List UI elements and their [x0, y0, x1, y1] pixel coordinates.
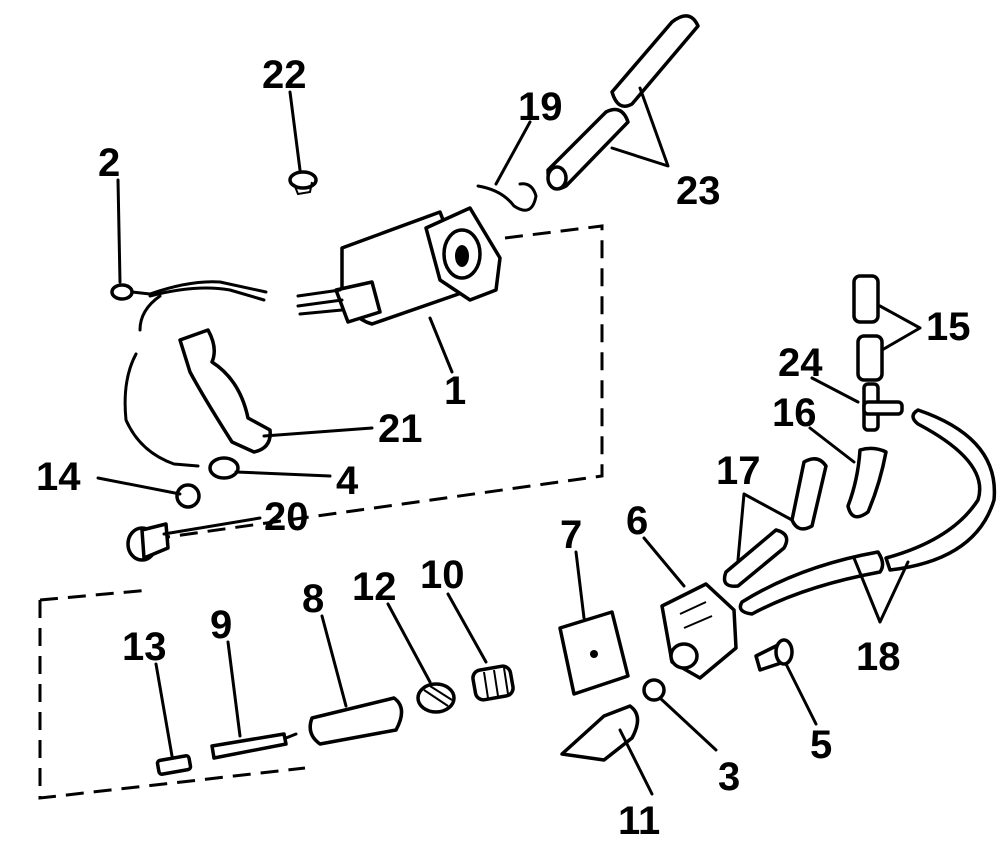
motor-1	[296, 206, 502, 326]
pin-9	[210, 732, 298, 760]
callout-22: 22	[262, 53, 307, 97]
valve-11	[560, 704, 640, 762]
lower-group-boundary-top	[39, 588, 151, 602]
washer-14	[175, 483, 201, 509]
tee-fitting-24	[862, 382, 904, 432]
screw-22	[288, 170, 318, 196]
callout-5: 5	[810, 723, 832, 767]
callout-23: 23	[676, 169, 721, 213]
callout-19: 19	[518, 85, 563, 129]
upper-group-boundary	[159, 224, 604, 540]
hoses-18	[738, 408, 997, 616]
callout-7: 7	[560, 513, 582, 557]
callout-3: 3	[718, 755, 740, 799]
wire-2	[110, 280, 268, 332]
callout-4: 4	[336, 459, 359, 503]
callout-15: 15	[926, 305, 971, 349]
callout-21: 21	[378, 407, 423, 451]
o-ring-3	[642, 678, 666, 702]
callout-8: 8	[302, 577, 324, 621]
hoses-17	[722, 457, 828, 588]
callout-20: 20	[264, 495, 309, 539]
clip-19	[476, 182, 538, 212]
callout-11: 11	[618, 799, 660, 843]
hose-16	[846, 446, 888, 519]
spring-12	[416, 682, 456, 714]
callout-17: 17	[716, 449, 761, 493]
callout-16: 16	[772, 391, 817, 435]
callout-12: 12	[352, 565, 397, 609]
callout-13: 13	[122, 625, 167, 669]
plunger-8	[308, 696, 404, 746]
callout-9: 9	[210, 603, 232, 647]
callout-14: 14	[36, 455, 81, 499]
lower-group-boundary	[38, 600, 306, 800]
hose-23	[546, 14, 700, 191]
screw-20	[126, 522, 170, 562]
callout-18: 18	[856, 635, 901, 679]
screw-5	[754, 638, 794, 672]
bracket-21	[178, 328, 272, 454]
leader-lines	[96, 86, 922, 796]
spring-13	[155, 754, 193, 776]
filter-10	[471, 664, 515, 702]
callout-1: 1	[444, 369, 466, 413]
fittings-15	[852, 274, 884, 382]
ground-wire-4	[123, 352, 240, 480]
callout-labels: 22 2 19 23 1 21 4 14 20 13 9 8 12 10 7 6…	[36, 53, 971, 843]
gasket-7	[558, 610, 630, 696]
callout-10: 10	[420, 553, 465, 597]
callout-6: 6	[626, 499, 648, 543]
callout-2: 2	[98, 141, 120, 185]
pump-body-6	[660, 582, 738, 680]
callout-24: 24	[778, 341, 823, 385]
